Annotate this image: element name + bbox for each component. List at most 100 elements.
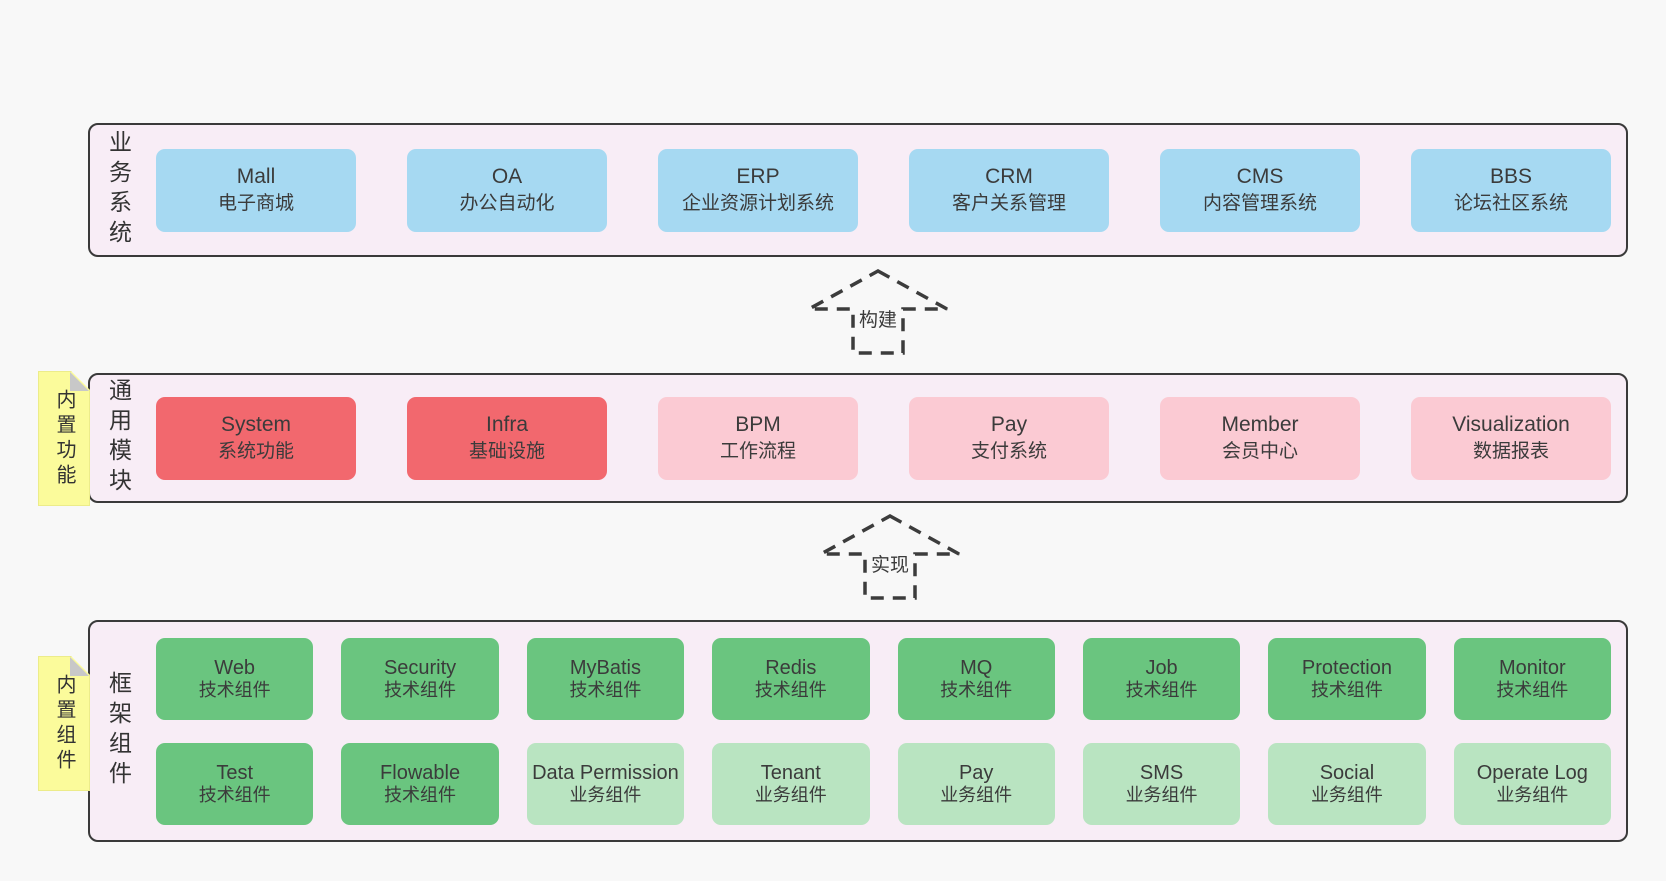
box-bbs-desc: 论坛社区系统 — [1453, 193, 1568, 215]
folded-corner-icon — [70, 372, 89, 391]
box-monitor-name: Monitor — [1498, 656, 1566, 679]
box-mybatis: MyBatis 技术组件 — [526, 637, 685, 720]
box-data-permission: Data Permission 业务组件 — [526, 742, 685, 825]
box-test-name: Test — [216, 761, 254, 784]
box-member-desc: 会员中心 — [1221, 441, 1298, 463]
box-mq-name: MQ — [960, 656, 993, 679]
box-sms-name: SMS — [1139, 761, 1184, 784]
up-arrow-dashed-icon — [808, 269, 948, 355]
box-flowable: Flowable 技术组件 — [341, 742, 499, 825]
box-member: Member 会员中心 — [1160, 396, 1360, 480]
box-job-name: Job — [1145, 656, 1178, 679]
framework-components-panel: 内置组件 框架组件 Web 技术组件 Security 技术组件 MyBatis… — [88, 620, 1628, 842]
business-systems-label: 业务系统 — [105, 130, 132, 250]
box-redis: Redis 技术组件 — [712, 637, 870, 720]
box-social-desc: 业务组件 — [1310, 784, 1383, 805]
box-system: System 系统功能 — [156, 396, 356, 480]
box-data-permission-desc: 业务组件 — [569, 784, 642, 805]
box-pay-module: Pay 支付系统 — [909, 396, 1109, 480]
box-oa: OA 办公自动化 — [407, 148, 607, 232]
box-tenant-name: Tenant — [760, 761, 821, 784]
box-mybatis-name: MyBatis — [569, 656, 641, 679]
box-operate-log: Operate Log 业务组件 — [1453, 742, 1611, 825]
box-flowable-desc: 技术组件 — [384, 784, 457, 805]
box-test: Test 技术组件 — [156, 742, 314, 825]
box-oa-name: OA — [491, 165, 523, 188]
box-crm: CRM 客户关系管理 — [909, 148, 1109, 232]
sticky-note-builtin-features: 内置功能 — [38, 371, 90, 506]
box-bpm: BPM 工作流程 — [658, 396, 858, 480]
box-cms: CMS 内容管理系统 — [1160, 148, 1360, 232]
box-mall: Mall 电子商城 — [156, 148, 356, 232]
up-arrow-dashed-icon — [820, 514, 960, 600]
business-systems-panel: 业务系统 Mall 电子商城 OA 办公自动化 ERP 企业资源计划系统 CRM… — [88, 123, 1628, 257]
box-pay-component-desc: 业务组件 — [940, 784, 1013, 805]
box-crm-desc: 客户关系管理 — [951, 193, 1066, 215]
business-boxes-row: Mall 电子商城 OA 办公自动化 ERP 企业资源计划系统 CRM 客户关系… — [156, 148, 1611, 232]
box-pay-module-desc: 支付系统 — [970, 441, 1047, 463]
box-security-name: Security — [383, 656, 457, 679]
sticky-note-builtin-components: 内置组件 — [38, 656, 90, 791]
box-social-name: Social — [1319, 761, 1375, 784]
box-erp-desc: 企业资源计划系统 — [681, 193, 834, 215]
build-arrow-label: 构建 — [855, 304, 901, 333]
box-redis-desc: 技术组件 — [754, 679, 827, 700]
box-operate-log-desc: 业务组件 — [1496, 784, 1569, 805]
box-monitor: Monitor 技术组件 — [1453, 637, 1611, 720]
box-protection-desc: 技术组件 — [1310, 679, 1383, 700]
box-flowable-name: Flowable — [380, 761, 461, 784]
box-mybatis-desc: 技术组件 — [569, 679, 642, 700]
box-sms-desc: 业务组件 — [1125, 784, 1198, 805]
box-bbs: BBS 论坛社区系统 — [1411, 148, 1611, 232]
box-security-desc: 技术组件 — [384, 679, 457, 700]
modules-boxes-row: System 系统功能 Infra 基础设施 BPM 工作流程 Pay 支付系统… — [156, 396, 1611, 480]
box-cms-name: CMS — [1236, 165, 1284, 188]
box-web: Web 技术组件 — [156, 637, 314, 720]
box-protection: Protection 技术组件 — [1268, 637, 1426, 720]
box-tenant: Tenant 业务组件 — [712, 742, 870, 825]
components-grid: Web 技术组件 Security 技术组件 MyBatis 技术组件 Redi… — [156, 637, 1611, 825]
common-modules-panel: 内置功能 通用模块 System 系统功能 Infra 基础设施 BPM 工作流… — [88, 373, 1628, 503]
sticky-builtin-features-text: 内置功能 — [53, 388, 75, 489]
box-erp: ERP 企业资源计划系统 — [658, 148, 858, 232]
box-member-name: Member — [1221, 413, 1299, 436]
box-web-desc: 技术组件 — [198, 679, 271, 700]
box-crm-name: CRM — [985, 165, 1033, 188]
box-visualization-name: Visualization — [1452, 413, 1570, 436]
box-pay-module-name: Pay — [990, 413, 1028, 436]
box-sms: SMS 业务组件 — [1082, 742, 1241, 825]
implement-arrow-label: 实现 — [867, 549, 913, 578]
box-system-desc: 系统功能 — [217, 441, 294, 463]
box-redis-name: Redis — [765, 656, 817, 679]
box-protection-name: Protection — [1301, 656, 1392, 679]
common-modules-label: 通用模块 — [105, 378, 132, 498]
box-security: Security 技术组件 — [341, 637, 499, 720]
box-test-desc: 技术组件 — [198, 784, 271, 805]
box-operate-log-name: Operate Log — [1476, 761, 1588, 784]
box-oa-desc: 办公自动化 — [459, 193, 555, 215]
box-erp-name: ERP — [736, 165, 780, 188]
box-infra-name: Infra — [485, 413, 529, 436]
box-system-name: System — [220, 413, 291, 436]
box-job: Job 技术组件 — [1082, 637, 1241, 720]
box-job-desc: 技术组件 — [1125, 679, 1198, 700]
folded-corner-icon — [70, 657, 89, 676]
box-tenant-desc: 业务组件 — [754, 784, 827, 805]
box-visualization-desc: 数据报表 — [1472, 441, 1549, 463]
box-bpm-name: BPM — [735, 413, 781, 436]
up-arrow-implement: 实现 — [818, 513, 962, 601]
box-monitor-desc: 技术组件 — [1496, 679, 1569, 700]
box-visualization: Visualization 数据报表 — [1411, 396, 1611, 480]
box-infra: Infra 基础设施 — [407, 396, 607, 480]
box-bpm-desc: 工作流程 — [719, 441, 796, 463]
box-pay-component: Pay 业务组件 — [897, 742, 1055, 825]
box-bbs-name: BBS — [1489, 165, 1533, 188]
box-data-permission-name: Data Permission — [532, 761, 679, 784]
box-web-name: Web — [214, 656, 256, 679]
box-mq-desc: 技术组件 — [940, 679, 1013, 700]
box-mall-desc: 电子商城 — [217, 193, 294, 215]
box-cms-desc: 内容管理系统 — [1202, 193, 1317, 215]
box-mq: MQ 技术组件 — [897, 637, 1055, 720]
box-mall-name: Mall — [236, 165, 276, 188]
